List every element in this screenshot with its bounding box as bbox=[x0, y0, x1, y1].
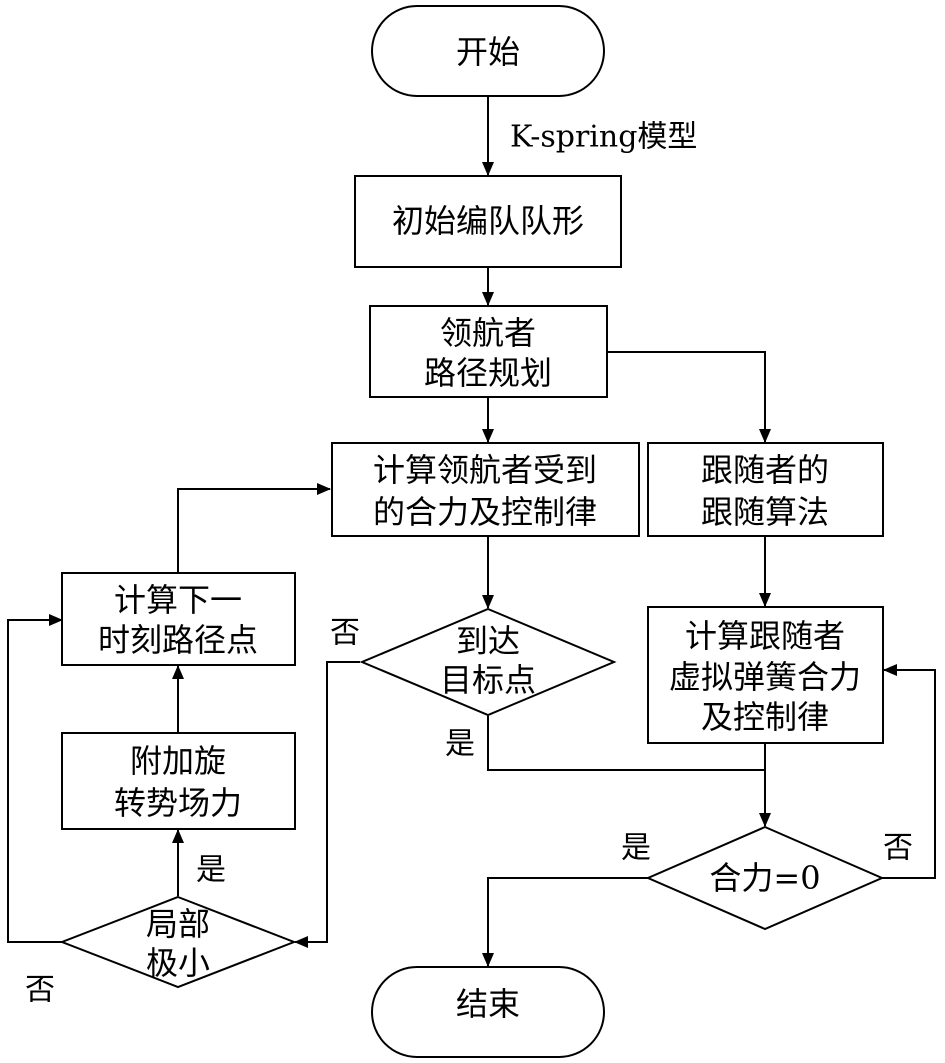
rotation-field-label-line1: 附加旋 bbox=[130, 742, 226, 780]
spring-force-label-line1: 计算跟随者 bbox=[685, 617, 845, 655]
leader-path-box: 领航者 路径规划 bbox=[369, 305, 608, 398]
follower-algo-box: 跟随者的 跟随算法 bbox=[647, 442, 884, 537]
force-zero-yes-label: 是 bbox=[621, 831, 651, 866]
init-formation-label: 初始编队队形 bbox=[392, 202, 584, 240]
rotation-field-box: 附加旋 转势场力 bbox=[61, 732, 296, 830]
reach-target-yes-label: 是 bbox=[445, 727, 475, 762]
follower-algo-label-line2: 跟随算法 bbox=[701, 493, 829, 531]
start-terminal: 开始 bbox=[371, 5, 605, 97]
force-zero-decision: 合力=0 bbox=[645, 825, 885, 931]
arrow-leader-path-to-follower bbox=[608, 351, 771, 443]
spring-force-box: 计算跟随者 虚拟弹簧合力 及控制律 bbox=[647, 606, 884, 744]
arrow-reach-no-to-local-min bbox=[294, 661, 360, 948]
reach-target-no-label: 否 bbox=[330, 616, 360, 651]
next-point-label-line1: 计算下一 bbox=[114, 581, 242, 619]
force-zero-no-label: 否 bbox=[883, 831, 913, 866]
end-label: 结束 bbox=[456, 985, 520, 1023]
local-min-yes-label: 是 bbox=[196, 853, 226, 888]
init-formation-box: 初始编队队形 bbox=[354, 175, 622, 268]
reach-target-decision: 到达 目标点 bbox=[359, 607, 617, 717]
arrow-force-zero-no-to-spring bbox=[882, 664, 936, 879]
local-min-decision: 局部 极小 bbox=[59, 895, 297, 989]
next-point-label-line2: 时刻路径点 bbox=[98, 621, 258, 659]
next-point-box: 计算下一 时刻路径点 bbox=[61, 572, 296, 666]
leader-force-label-line2: 的合力及控制律 bbox=[373, 493, 597, 531]
leader-force-label-line1: 计算领航者受到 bbox=[373, 451, 597, 489]
reach-target-label-line2: 目标点 bbox=[440, 661, 536, 699]
local-min-no-label: 否 bbox=[25, 973, 55, 1008]
reach-target-label-line1: 到达 bbox=[456, 622, 520, 660]
force-zero-label: 合力=0 bbox=[709, 859, 820, 897]
arrow-local-min-no-to-next-point bbox=[7, 614, 63, 943]
spring-force-label-line2: 虚拟弹簧合力 bbox=[669, 658, 861, 696]
end-terminal: 结束 bbox=[371, 966, 605, 1058]
rotation-field-label-line2: 转势场力 bbox=[114, 784, 242, 822]
leader-force-box: 计算领航者受到 的合力及控制律 bbox=[331, 442, 640, 537]
local-min-label-line1: 局部 bbox=[146, 905, 210, 943]
local-min-label-line2: 极小 bbox=[146, 944, 210, 982]
start-label: 开始 bbox=[456, 33, 520, 71]
spring-force-label-line3: 及控制律 bbox=[701, 698, 829, 736]
leader-path-label-line1: 领航者 bbox=[440, 314, 536, 352]
follower-algo-label-line1: 跟随者的 bbox=[701, 451, 829, 489]
model-label: K-spring模型 bbox=[510, 120, 697, 155]
leader-path-label-line2: 路径规划 bbox=[424, 354, 552, 392]
arrow-next-point-to-force bbox=[177, 483, 331, 572]
arrow-force-zero-yes-to-end bbox=[482, 877, 648, 967]
